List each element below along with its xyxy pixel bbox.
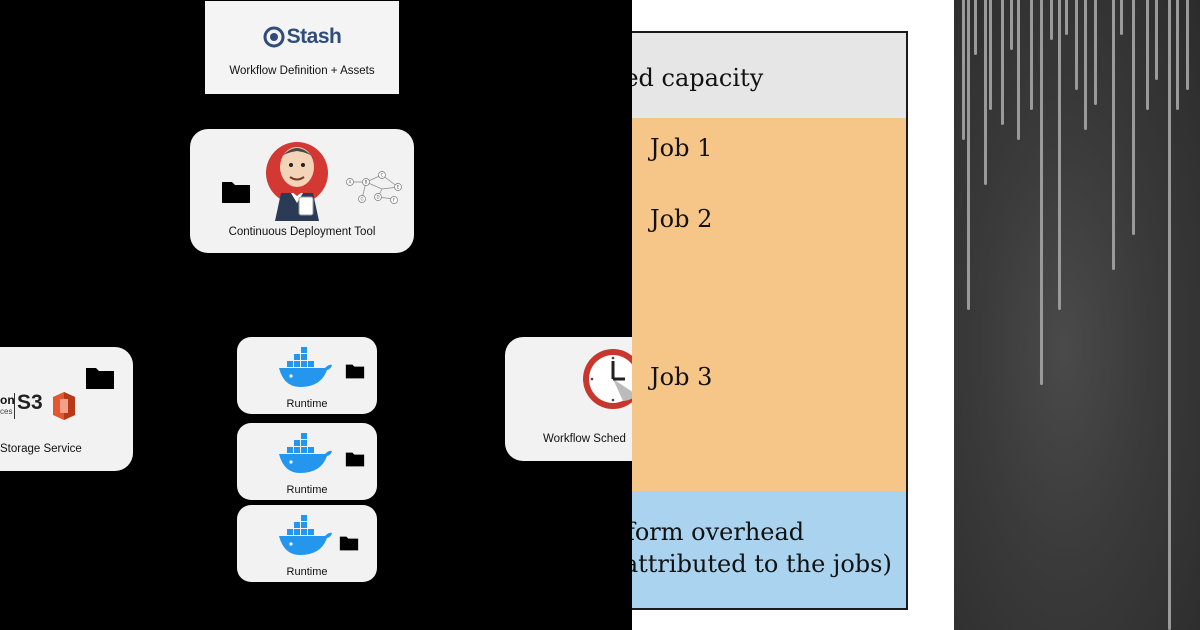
folder-icon bbox=[339, 536, 359, 551]
deploy-tool-caption: Continuous Deployment Tool bbox=[228, 226, 376, 238]
docker-icon bbox=[279, 433, 332, 473]
clock-icon bbox=[583, 349, 632, 409]
job-label: Job 1 bbox=[650, 134, 713, 162]
stash-logo: Stash bbox=[205, 25, 399, 49]
stash-brand: Stash bbox=[286, 25, 342, 48]
folder-icon bbox=[222, 182, 250, 203]
drip-line bbox=[1132, 0, 1135, 235]
drip-line bbox=[1058, 0, 1061, 310]
drip-line bbox=[1010, 0, 1013, 50]
drip-line bbox=[1017, 0, 1020, 140]
stash-node: Stash Workflow Definition + Assets bbox=[205, 1, 399, 94]
docker-icon bbox=[279, 515, 332, 555]
storage-node: on ces S3 Storage Service bbox=[0, 347, 133, 471]
stash-icon bbox=[263, 26, 285, 48]
brand-divider bbox=[14, 393, 15, 419]
drip-line bbox=[984, 0, 987, 185]
folder-icon bbox=[86, 368, 114, 389]
overhead-row: atform overhead e attributed to the jobs) bbox=[632, 491, 908, 610]
drip-line bbox=[962, 0, 965, 140]
stash-caption: Workflow Definition + Assets bbox=[229, 65, 375, 77]
drip-line bbox=[967, 0, 970, 310]
drip-line bbox=[1176, 0, 1179, 110]
drip-line bbox=[1040, 0, 1043, 385]
folder-icon bbox=[345, 452, 365, 467]
overhead-label: atform overhead e attributed to the jobs) bbox=[632, 516, 892, 580]
job-label: Job 3 bbox=[650, 363, 713, 391]
scheduler-node: Workflow Sched bbox=[505, 337, 632, 461]
runtime-caption: Runtime bbox=[286, 398, 328, 410]
workflow-graph-icon: A B C D E F G bbox=[346, 171, 402, 204]
drip-line bbox=[1168, 0, 1171, 630]
s3-bucket-icon bbox=[53, 392, 75, 420]
drip-line bbox=[1001, 0, 1004, 125]
drip-line bbox=[1094, 0, 1097, 105]
runtime-node: Runtime bbox=[237, 505, 377, 582]
drip-line bbox=[1186, 0, 1189, 90]
docker-icon bbox=[279, 347, 332, 387]
drip-line bbox=[1065, 0, 1068, 35]
jenkins-icon bbox=[266, 142, 328, 221]
storage-caption: Storage Service bbox=[0, 443, 82, 455]
graph-node-d: D bbox=[376, 195, 379, 200]
job-row: Job 3 bbox=[632, 261, 908, 493]
capacity-header-label: sed capacity bbox=[632, 64, 764, 92]
overhead-line-1: atform overhead bbox=[632, 518, 805, 546]
storage-brand-fragment: on bbox=[0, 393, 15, 407]
drip-line bbox=[1050, 0, 1053, 40]
drip-line bbox=[1084, 0, 1087, 130]
texture-panel bbox=[954, 0, 1200, 630]
graph-node-f: F bbox=[393, 198, 396, 203]
overhead-line-2: e attributed to the jobs) bbox=[632, 550, 892, 578]
runtime-node: Runtime bbox=[237, 423, 377, 500]
s3-label: S3 bbox=[17, 391, 43, 414]
drip-line bbox=[989, 0, 992, 110]
runtime-caption: Runtime bbox=[286, 484, 328, 496]
drip-line bbox=[1155, 0, 1158, 80]
graph-node-a: A bbox=[349, 180, 352, 185]
architecture-diagram: Stash Workflow Definition + Assets bbox=[0, 1, 632, 582]
storage-brand-sub: ces bbox=[0, 407, 13, 416]
drip-line bbox=[1120, 0, 1123, 35]
drip-line bbox=[974, 0, 977, 55]
drip-line bbox=[1146, 0, 1149, 110]
drip-line bbox=[1075, 0, 1078, 90]
deploy-tool-node: A B C D E F G Continuous Deployment Tool bbox=[190, 129, 414, 253]
job-label: Job 2 bbox=[650, 205, 713, 233]
capacity-panel: sed capacity Job 1 Job 2 Job 3 atform ov… bbox=[632, 0, 954, 630]
scheduler-caption: Workflow Sched bbox=[543, 433, 626, 445]
job-row: Job 1 bbox=[632, 118, 908, 177]
capacity-header-row: sed capacity bbox=[632, 31, 908, 120]
runtime-node: Runtime bbox=[237, 337, 377, 414]
job-row: Job 2 bbox=[632, 175, 908, 263]
runtime-caption: Runtime bbox=[286, 566, 328, 578]
drip-line bbox=[1030, 0, 1033, 110]
graph-node-e: E bbox=[397, 185, 400, 190]
graph-node-g: G bbox=[360, 197, 363, 202]
drip-line bbox=[1112, 0, 1115, 270]
folder-icon bbox=[345, 364, 365, 379]
graph-node-c: C bbox=[381, 173, 384, 178]
graph-node-b: B bbox=[365, 180, 368, 185]
